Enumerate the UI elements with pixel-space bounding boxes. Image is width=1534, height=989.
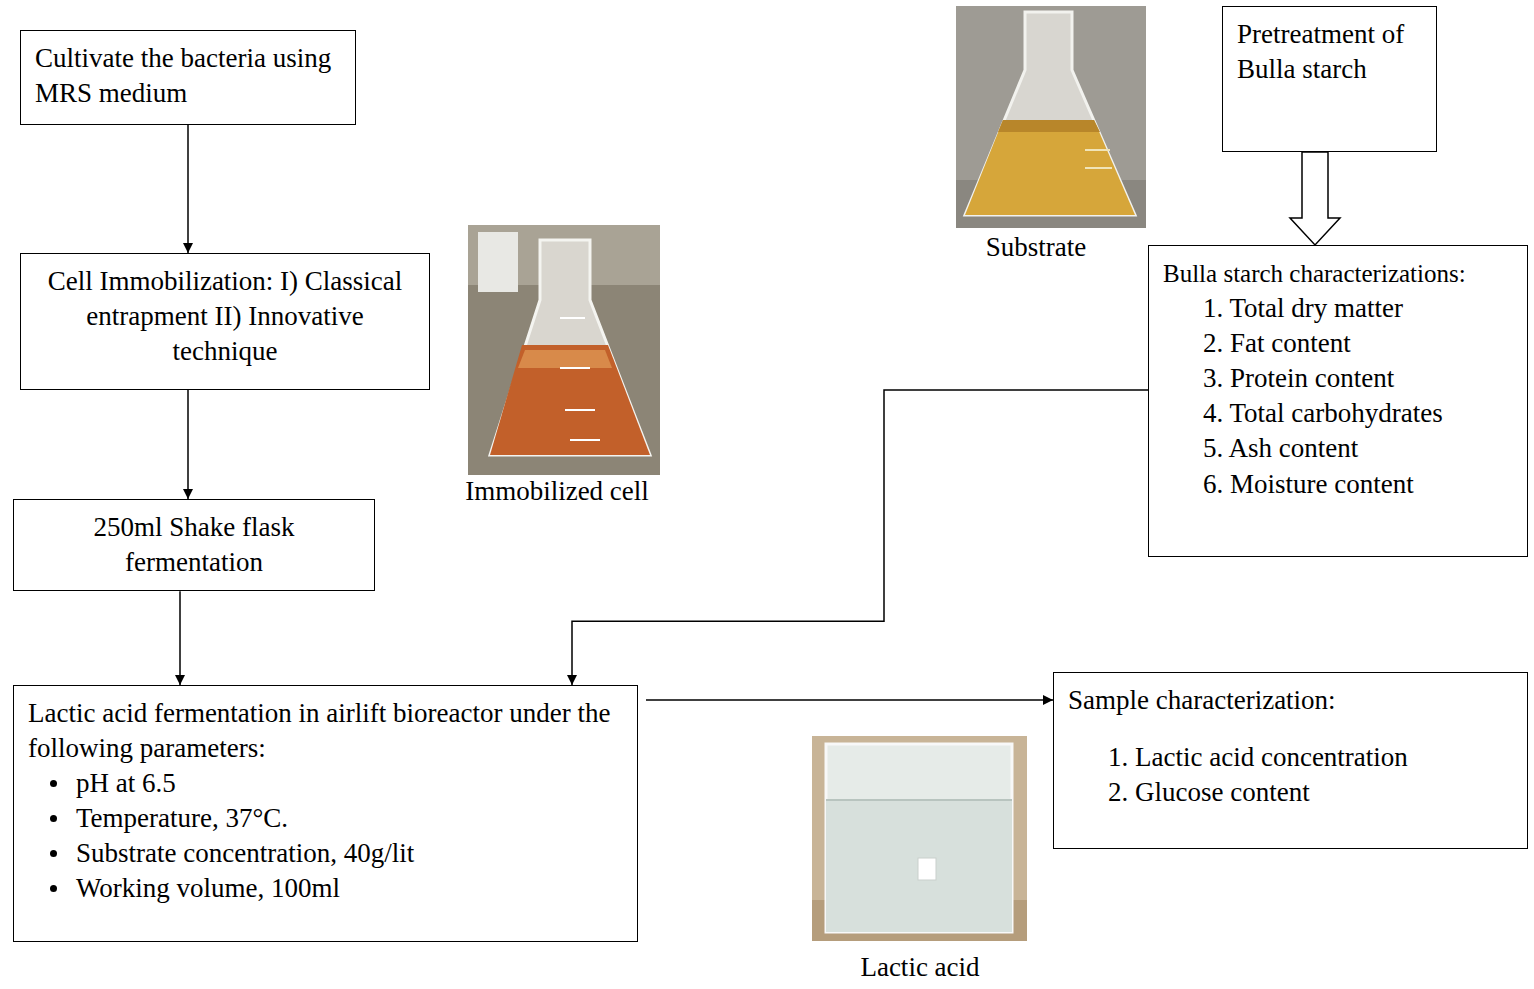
process-box: Cultivate the bacteria using MRS medium [20,30,356,125]
list-text: 1. Lactic acid concentration [1108,742,1408,772]
list-text: Temperature, 37°C. [76,803,288,833]
photo-caption: Lactic acid [857,952,982,983]
list-text: 4. Total carbohydrates [1203,398,1443,428]
flow-arrow [572,390,1148,685]
flow-arrow [187,125,189,253]
list-item: 2. Fat content [1163,326,1513,361]
list-item: 1. Total dry matter [1163,291,1513,326]
box-text: Pretreatment of Bulla starch [1237,19,1404,84]
list-item: Temperature, 37°C. [28,801,623,836]
bullet-dot [50,815,57,822]
box-heading: Cultivate the bacteria using MRS medium [35,41,341,111]
photo-caption: Immobilized cell [462,476,652,507]
bullet-dot [50,780,57,787]
box-heading: Pretreatment of Bulla starch [1237,17,1422,87]
box-heading: Cell Immobilization: I) Classical entrap… [35,264,415,369]
list-text: Working volume, 100ml [76,873,340,903]
immobilized-cell-photo [468,225,660,475]
list-item: 4. Total carbohydrates [1163,396,1513,431]
box-heading: Bulla starch characterizations: [1163,256,1513,291]
process-box: Lactic acid fermentation in airlift bior… [13,685,638,942]
list-text: Substrate concentration, 40g/lit [76,838,414,868]
flow-arrow [646,699,1053,701]
process-box: Pretreatment of Bulla starch [1222,6,1437,152]
list-text: 2. Fat content [1203,328,1351,358]
list-item: 5. Ash content [1163,431,1513,466]
process-box: 250ml Shake flask fermentation [13,499,375,591]
list-text: 3. Protein content [1203,363,1394,393]
box-text: Bulla starch characterizations: [1163,260,1466,287]
process-box: Cell Immobilization: I) Classical entrap… [20,253,430,390]
substrate-photo [956,6,1146,228]
lactic-acid-photo [812,736,1027,941]
characterization-box: Sample characterization: 1. Lactic acid c… [1053,672,1528,849]
list-item: 3. Protein content [1163,361,1513,396]
list-text: pH at 6.5 [76,768,176,798]
block-arrow [1290,152,1340,245]
list-item: Working volume, 100ml [28,871,623,906]
list-item: 1. Lactic acid concentration [1068,740,1513,775]
list-item: pH at 6.5 [28,766,623,801]
box-heading: 250ml Shake flask fermentation [28,510,360,580]
flow-arrow [179,591,181,685]
box-text: Cultivate the bacteria using MRS medium [35,43,331,108]
box-text: Lactic acid fermentation in airlift bior… [28,698,610,763]
box-text: Cell Immobilization: I) Classical entrap… [48,266,403,366]
box-text: 250ml Shake flask fermentation [94,512,295,577]
bullet-dot [50,885,57,892]
list-item: 6. Moisture content [1163,467,1513,502]
list-text: 5. Ash content [1203,433,1358,463]
box-heading: Lactic acid fermentation in airlift bior… [28,696,623,766]
box-text: Sample characterization: [1068,685,1336,715]
list-item: Substrate concentration, 40g/lit [28,836,623,871]
flow-arrow [187,390,189,499]
characterization-box: Bulla starch characterizations: 1. Total … [1148,245,1528,557]
list-item: 2. Glucose content [1068,775,1513,810]
photo-caption: Substrate [983,232,1090,263]
list-text: 1. Total dry matter [1203,293,1403,323]
box-heading: Sample characterization: [1068,683,1513,718]
list-text: 6. Moisture content [1203,469,1414,499]
list-text: 2. Glucose content [1108,777,1310,807]
bullet-dot [50,850,57,857]
